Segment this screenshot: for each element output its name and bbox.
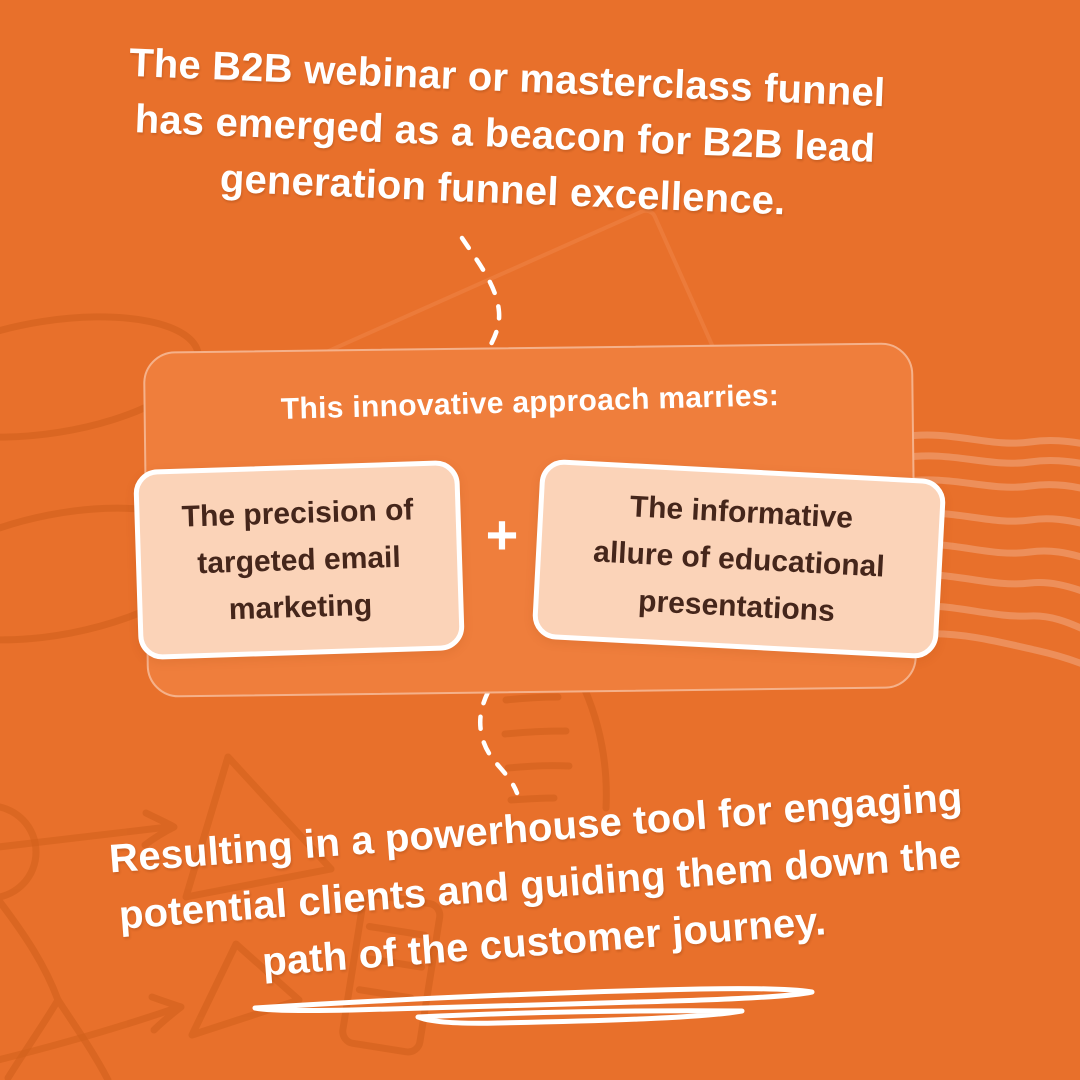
triangle-doodle-icon xyxy=(182,753,335,1039)
ingredient-box-left: The precision of targeted email marketin… xyxy=(133,459,465,661)
plus-sign: + xyxy=(485,503,519,566)
glass-doodle-icon xyxy=(0,803,112,1080)
funnel-doodle-icon xyxy=(501,686,610,812)
dashed-connector-top-icon xyxy=(459,235,502,351)
dashed-connector-bottom-icon xyxy=(478,689,520,796)
ingredient-box-left-line: marketing xyxy=(228,588,373,626)
scribble-underline-icon xyxy=(252,986,815,1026)
arrow-doodle-icon xyxy=(0,809,185,1064)
ingredient-box-right: The informative allure of educational pr… xyxy=(531,458,947,660)
document-doodle-icon xyxy=(339,891,444,1056)
